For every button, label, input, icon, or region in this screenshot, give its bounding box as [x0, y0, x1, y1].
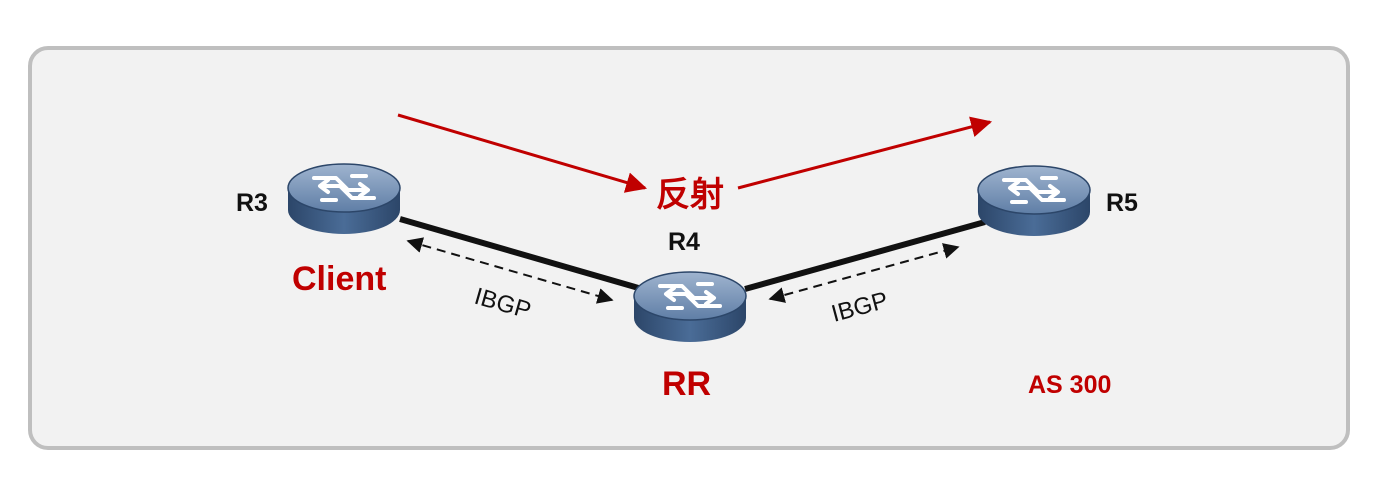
router-icon[interactable]: [976, 164, 1092, 238]
router-role-client: Client: [292, 260, 386, 298]
router-label-r3: R3: [236, 189, 268, 217]
ibgp-arrow-icon: [406, 237, 614, 304]
reflection-arrow-icon: [737, 116, 993, 190]
as-label: AS 300: [1028, 371, 1111, 399]
reflection-arrow-icon: [397, 113, 648, 193]
router-label-r4: R4: [668, 228, 700, 256]
ibgp-arrow-icon: [768, 243, 960, 303]
router-icon[interactable]: [286, 162, 402, 236]
router-icon[interactable]: [632, 270, 748, 344]
as-panel: [28, 46, 1350, 450]
reflection-label: 反射: [656, 176, 724, 214]
router-role-rr: RR: [662, 365, 711, 403]
router-label-r5: R5: [1106, 189, 1138, 217]
